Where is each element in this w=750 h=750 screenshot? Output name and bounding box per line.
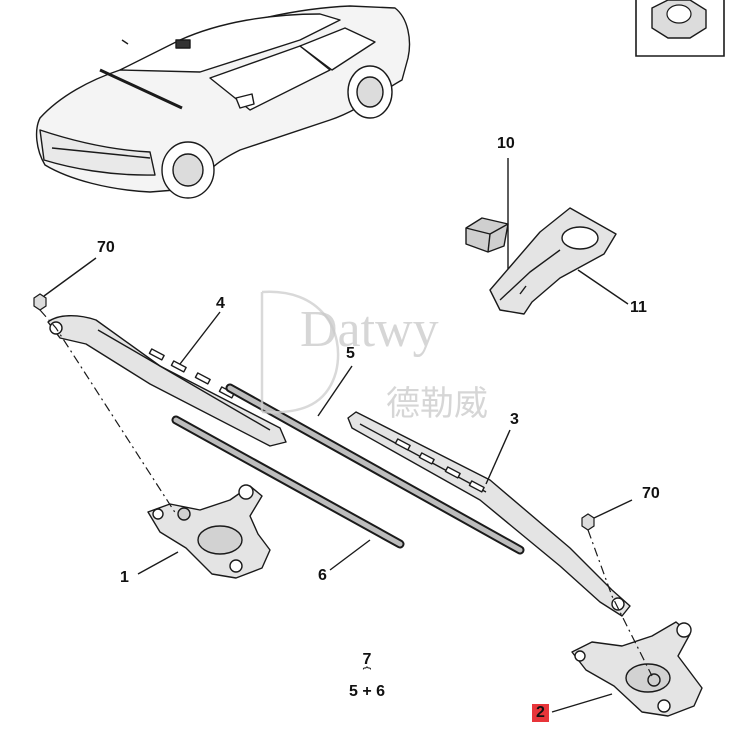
callout-1: 1 (120, 569, 129, 586)
leader-11 (577, 269, 629, 305)
leader-4 (179, 311, 221, 365)
callout-4: 4 (216, 295, 225, 312)
car-illustration (35, 5, 411, 199)
assembly-number: 7 (362, 651, 372, 668)
part-3-wiper-arm (347, 411, 631, 617)
part-11-bracket (489, 207, 617, 315)
leader-5 (317, 365, 353, 417)
leader-3 (485, 429, 511, 485)
callout-10: 10 (497, 135, 515, 152)
callout-2: 2 (532, 704, 549, 722)
assembly-line-left (39, 309, 177, 515)
nut-icon (635, 0, 725, 57)
leader-2 (551, 693, 613, 713)
callout-70-right: 70 (642, 485, 660, 502)
part-2-motor (571, 621, 703, 717)
assembly-brace: ⏞ (362, 666, 372, 682)
callout-3: 3 (510, 411, 519, 428)
part-5-blade (225, 383, 525, 555)
callout-6: 6 (318, 567, 327, 584)
leader-70-right (593, 499, 633, 519)
callout-70-top: 70 (97, 239, 115, 256)
assembly-composition: 5 + 6 (348, 683, 386, 700)
assembly-formula: 7 ⏞ 5 + 6 (333, 651, 401, 701)
callout-11: 11 (630, 299, 647, 316)
leader-6 (329, 539, 371, 571)
leader-70-left (43, 257, 97, 297)
nut-70-left (33, 293, 47, 311)
part-4-wiper-arm (47, 315, 287, 447)
assembly-line-right (587, 529, 653, 677)
watermark-logo (260, 290, 340, 414)
part-1-motor (147, 484, 271, 579)
nut-70-right (581, 513, 595, 531)
leader-1 (137, 551, 179, 575)
part-10-sensor (465, 217, 509, 253)
callout-5: 5 (346, 345, 355, 362)
part-6-blade (171, 415, 405, 549)
